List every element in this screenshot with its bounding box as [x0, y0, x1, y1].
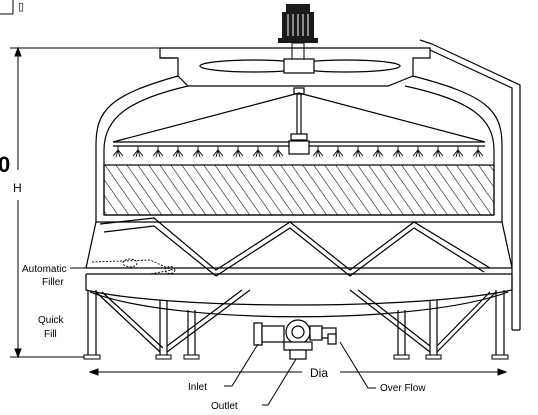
- partial-top-label: ▯: [0, 0, 24, 15]
- spray-nozzle: [212, 146, 224, 158]
- cold-water-basin: [85, 274, 513, 318]
- diameter-label: Dia: [310, 366, 328, 380]
- tower-top-frame: [159, 39, 521, 331]
- spray-nozzle: [192, 146, 204, 158]
- fan-motor: [278, 4, 318, 60]
- spray-nozzle: [372, 146, 384, 158]
- automatic-filler-float: [91, 258, 176, 275]
- automatic-filler-label-line1: Automatic: [22, 264, 66, 275]
- spray-nozzle: [132, 146, 144, 158]
- spray-nozzle: [232, 146, 244, 158]
- partial-top-text: ▯: [18, 1, 24, 13]
- spray-nozzle: [412, 146, 424, 158]
- height-dimension: [10, 46, 165, 359]
- spray-nozzle: [172, 146, 184, 158]
- automatic-filler-label-line2: Filler: [42, 277, 64, 288]
- spray-nozzle: [452, 146, 464, 158]
- support-legs: [87, 289, 505, 355]
- inlet-label: Inlet: [188, 382, 207, 393]
- spray-nozzle: [312, 146, 324, 158]
- diameter-dimension: [88, 368, 508, 376]
- leg-footings: [83, 354, 509, 360]
- fan-blades: [199, 58, 401, 74]
- spray-nozzle: [272, 146, 284, 158]
- spray-nozzle: [152, 146, 164, 158]
- quick-fill-label-line1: Quick: [38, 315, 65, 326]
- partial-left-label: 0: [0, 152, 10, 177]
- height-label: H: [13, 181, 22, 195]
- spray-nozzle: [252, 146, 264, 158]
- fill-pack: [103, 164, 495, 216]
- outlet-label: Outlet: [211, 401, 238, 412]
- louver-section: [85, 217, 513, 277]
- spray-nozzle: [112, 146, 124, 158]
- spray-nozzle: [332, 146, 344, 158]
- spray-nozzle: [432, 146, 444, 158]
- spray-nozzle: [352, 146, 364, 158]
- water-distributor: [112, 87, 486, 155]
- spray-nozzles: [112, 146, 484, 158]
- spray-nozzle: [392, 146, 404, 158]
- quick-fill-label-line2: Fill: [44, 329, 57, 340]
- over-flow-label: Over Flow: [380, 383, 426, 394]
- pipe-connections: [253, 319, 337, 360]
- callout-leaders: [224, 341, 376, 406]
- spray-nozzle: [472, 146, 484, 158]
